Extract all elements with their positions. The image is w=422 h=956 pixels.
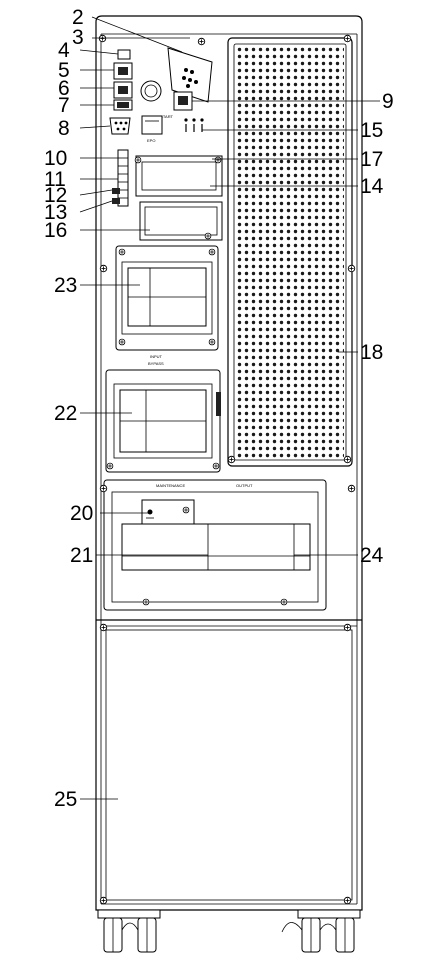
callout-5: 5 xyxy=(58,59,70,82)
intelligent-slot-2 xyxy=(139,201,223,241)
ventilation-grille xyxy=(227,37,353,467)
callout-10: 10 xyxy=(44,147,67,170)
input-breaker xyxy=(115,245,219,351)
terminal-block xyxy=(112,149,129,207)
bypass-breaker xyxy=(105,369,221,473)
front-casters xyxy=(97,909,361,953)
maintenance-output-panel: MAINTENANCE OUTPUT xyxy=(103,479,327,611)
epo-label: EPO xyxy=(147,138,155,143)
callout-9: 9 xyxy=(382,90,394,113)
lower-cover-panel xyxy=(105,629,353,901)
callout-leaders xyxy=(79,16,380,800)
callout-11: 11 xyxy=(44,168,66,191)
callout-2: 2 xyxy=(72,6,84,29)
snmp-card-slot xyxy=(141,115,163,135)
callout-15: 15 xyxy=(360,119,383,142)
maintenance-label: MAINTENANCE xyxy=(156,483,185,488)
callout-25: 25 xyxy=(54,788,77,811)
bypass-label: BYPASS xyxy=(148,361,164,366)
communication-panel: COLD START EPO xyxy=(109,47,223,241)
network-port xyxy=(173,91,193,111)
callout-21: 21 xyxy=(70,544,93,567)
callout-6: 6 xyxy=(58,77,70,100)
callout-12: 12 xyxy=(44,184,67,207)
callout-numbers: 2 3 4 5 6 7 8 9 10 11 12 13 14 15 16 17 … xyxy=(44,6,394,811)
dip-switches xyxy=(184,118,204,132)
output-label: OUTPUT xyxy=(236,483,253,488)
callout-22: 22 xyxy=(54,402,77,425)
output-terminals xyxy=(121,523,311,571)
callout-4: 4 xyxy=(58,39,70,62)
callout-13: 13 xyxy=(44,201,67,224)
callout-3: 3 xyxy=(72,26,84,49)
callout-7: 7 xyxy=(58,94,70,117)
callout-23: 23 xyxy=(54,274,77,297)
cold-start-button: COLD START xyxy=(140,80,174,119)
usb-port xyxy=(117,49,131,60)
callout-18: 18 xyxy=(360,341,383,364)
callout-24: 24 xyxy=(360,544,384,567)
input-label: INPUT xyxy=(150,354,163,359)
callout-17: 17 xyxy=(360,148,383,171)
db9-port xyxy=(109,117,131,135)
callout-14: 14 xyxy=(360,175,384,198)
callout-20: 20 xyxy=(70,502,93,525)
intelligent-slot-1 xyxy=(134,155,223,197)
callout-16: 16 xyxy=(44,219,67,242)
callout-8: 8 xyxy=(58,117,70,140)
parallel-port xyxy=(167,47,213,103)
